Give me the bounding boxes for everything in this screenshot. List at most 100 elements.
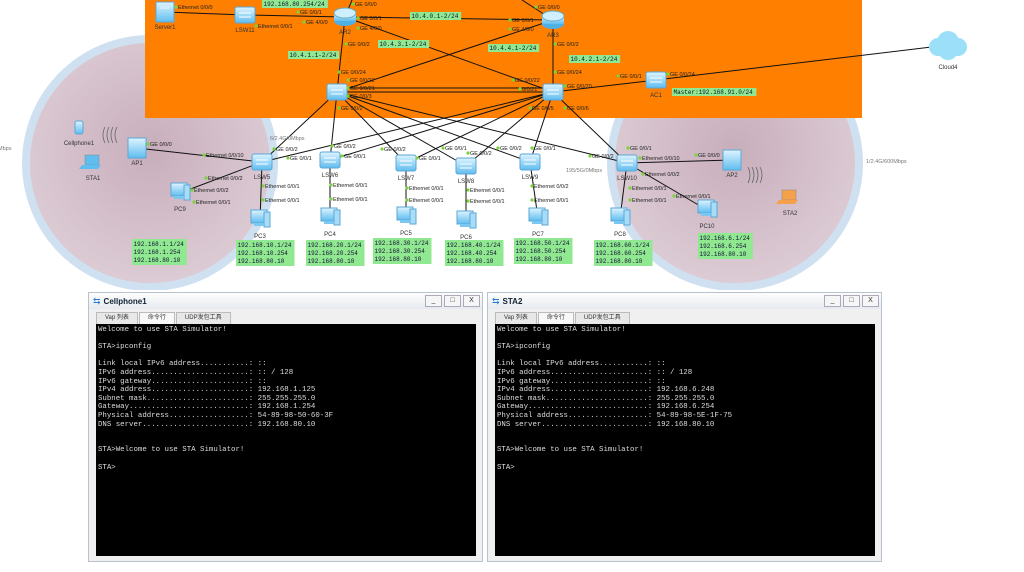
terminal-output[interactable]: Welcome to use STA Simulator!STA>ipconfi… [495,324,875,556]
device-name: LSW9 [522,175,539,181]
port-label: GE 0/0/2 [592,154,614,160]
device-lsw11[interactable]: LSW11 [234,6,256,34]
device-pc3[interactable]: PC3 [250,209,271,240]
port-dot [626,146,630,150]
device-ac1[interactable]: AC1 [645,71,667,99]
port-dot [534,5,538,9]
device-cellphone1[interactable]: Cellphone1 [64,120,95,147]
window-titlebar[interactable]: ⇆STA2 _□X [488,293,881,309]
link-c2-lsw10 [552,91,628,164]
port-label: GE 0/0/1 [620,74,642,80]
port-dot [511,78,515,82]
device-pc5[interactable]: PC5 [396,206,417,237]
port-dot [628,186,632,190]
minimize-button[interactable]: _ [824,295,841,307]
svg-text:192.168.30.254: 192.168.30.254 [375,248,426,255]
device-c2[interactable] [542,83,564,101]
device-lsw6[interactable]: LSW6 [319,151,341,179]
terminal-line [497,455,873,464]
device-lsw8[interactable]: LSW8 [455,157,477,185]
terminal-line: Physical address..................: 54-8… [98,411,334,420]
device-ap2[interactable]: AP2 [722,149,742,179]
terminal-line: STA> [98,463,116,472]
window-title: Cellphone1 [103,296,147,306]
minimize-button[interactable]: _ [425,295,442,307]
wifi-signal-icon [751,166,755,184]
port-label: Ethernet 0/0/1 [265,184,300,190]
svg-text:192.168.1.1/24: 192.168.1.1/24 [134,241,185,248]
terminal-output[interactable]: Welcome to use STA Simulator!STA>ipconfi… [96,324,476,556]
terminal-line: Link local IPv6 address...........: :: [98,360,267,369]
device-sta1[interactable]: STA1 [79,154,101,182]
svg-text:192.168.40.1/24: 192.168.40.1/24 [447,242,501,249]
svg-text:192.168.80.10: 192.168.80.10 [700,251,747,258]
close-button[interactable]: X [463,295,480,307]
terminal-line: STA>Welcome to use STA Simulator! [497,446,644,455]
device-ar2[interactable]: AR2 [333,7,357,36]
device-name: LSW5 [254,175,271,181]
terminal-line [497,438,873,447]
device-pc10[interactable]: PC10 [697,199,718,230]
port-dot [638,156,642,160]
port-dot [641,172,645,176]
device-name: STA2 [783,211,798,217]
terminal-line: Gateway...........................: 192.… [98,403,316,412]
device-pc7[interactable]: PC7 [528,207,549,238]
device-lsw7[interactable]: LSW7 [395,154,417,182]
port-label: Ethernet 0/0/0 [178,5,213,11]
svg-text:192.168.10.254: 192.168.10.254 [238,250,289,257]
port-dot [202,153,206,157]
window-titlebar[interactable]: ⇆Cellphone1_□X [89,293,482,309]
port-dot [694,153,698,157]
svg-text:192.168.30.1/24: 192.168.30.1/24 [375,240,429,247]
maximize-button[interactable]: □ [444,295,461,307]
port-dot [616,74,620,78]
window-title: STA2 [502,296,523,306]
device-lsw9[interactable]: LSW9 [519,153,541,181]
port-dot [346,86,350,90]
device-pc6[interactable]: PC6 [456,210,477,241]
terminal-line: Subnet mask.......................: 255.… [497,394,715,403]
device-name: LSW7 [398,176,415,182]
tab-1[interactable]: 命令行 [537,312,574,325]
terminal-line: Welcome to use STA Simulator! [497,326,626,334]
device-pc9[interactable]: PC9 [170,182,191,213]
device-pc4[interactable]: PC4 [320,207,341,238]
server-icon-text: .COM [159,5,169,10]
port-dot [530,184,534,188]
port-label: GE 0/0/2 [348,42,370,48]
device-cloud4[interactable]: Cloud4 [929,31,967,71]
port-label: GE 0/0/1 [534,146,556,152]
port-dot [261,198,265,202]
port-label: GE 0/0/1 [445,146,467,152]
port-dot [174,5,178,9]
close-button[interactable]: X [862,295,879,307]
device-c1[interactable] [326,83,348,101]
port-label: Ethernet 0/0/2 [194,188,229,194]
port-label: GE 0/0/24 [341,70,366,76]
svg-text:192.168.80.254/24: 192.168.80.254/24 [264,1,326,8]
port-label: GE 4/0/0 [306,20,328,26]
wifi-signal-icon [114,126,118,144]
net-label-ar2_ar3: 10.4.0.1-2/24 [410,12,462,20]
maximize-button[interactable]: □ [843,295,860,307]
port-dot [508,27,512,31]
device-ap1[interactable]: AP1 [127,137,147,167]
link-ap1-lsw5 [136,147,263,163]
port-label: GE 0/0/2 [470,151,492,157]
terminal-line: STA>Welcome to use STA Simulator! [98,446,245,455]
wifi-signal-icon [759,166,763,184]
port-label: Ethernet 0/0/1 [676,194,711,200]
device-lsw10[interactable]: LSW10 [616,154,638,182]
svg-text:192.168.40.254: 192.168.40.254 [447,250,498,257]
device-sta2[interactable]: STA2 [776,189,798,217]
svg-text:Master:192.168.91.0/24: Master:192.168.91.0/24 [674,89,754,96]
device-name: LSW10 [617,176,637,182]
app-icon: ⇆ [492,295,500,306]
device-ar3[interactable]: AR3 [541,10,565,39]
device-lsw5[interactable]: LSW5 [251,153,273,181]
device-pc8[interactable]: PC8 [610,207,631,238]
port-dot [628,198,632,202]
